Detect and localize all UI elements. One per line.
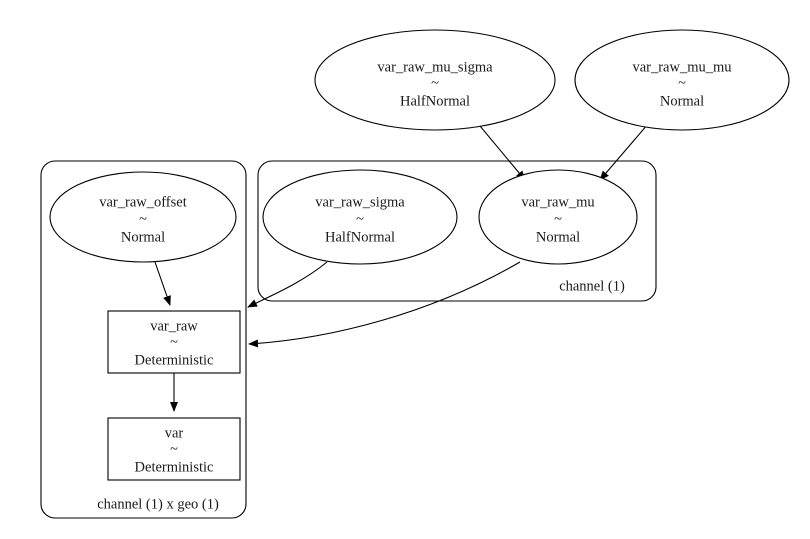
node-var-raw-mu-mu-ellipse[interactable] <box>574 29 790 131</box>
plate-channel-label: channel (1) <box>559 278 625 294</box>
node-var-raw-sigma[interactable]: var_raw_sigma ~ HalfNormal <box>262 169 458 265</box>
node-var-raw-offset[interactable]: var_raw_offset ~ Normal <box>49 171 237 263</box>
node-var-raw[interactable]: var_raw ~ Deterministic <box>107 310 241 374</box>
node-var-raw-mu-sigma-tilde: ~ <box>431 75 439 91</box>
node-var[interactable]: var ~ Deterministic <box>107 417 241 481</box>
node-var-raw-offset-tilde: ~ <box>139 211 147 227</box>
node-var-raw-mu-mu-distribution: Normal <box>660 93 704 109</box>
node-var-raw-mu-sigma[interactable]: var_raw_mu_sigma ~ HalfNormal <box>314 29 556 131</box>
node-var-raw-sigma-name: var_raw_sigma <box>315 194 405 210</box>
node-var-raw-offset-distribution: Normal <box>121 229 165 245</box>
node-var-tilde: ~ <box>170 441 178 457</box>
node-var-raw-mu-distribution: Normal <box>536 229 580 245</box>
edge-var-raw-mu-to-var-raw <box>248 261 521 348</box>
node-var-name: var <box>165 425 184 441</box>
node-var-raw-rect[interactable] <box>107 310 241 374</box>
plate-channel-geo-border <box>40 160 247 519</box>
node-var-raw-offset-ellipse[interactable] <box>49 171 237 263</box>
node-var-raw-mu-tilde: ~ <box>554 211 562 227</box>
edge-var-raw-mu-sigma-to-var-raw-mu <box>479 125 526 181</box>
node-var-raw-mu-sigma-ellipse[interactable] <box>314 29 556 131</box>
edge-var-raw-offset-to-var-raw <box>154 261 171 306</box>
edge-var-raw-mu-mu-to-var-raw-mu <box>599 123 649 181</box>
node-var-raw-mu-mu[interactable]: var_raw_mu_mu ~ Normal <box>574 29 790 131</box>
node-var-raw-mu-mu-tilde: ~ <box>678 75 686 91</box>
node-var-raw-name: var_raw <box>150 318 198 334</box>
edge-var-raw-sigma-to-var-raw <box>247 261 328 308</box>
plate-channel-border <box>257 160 657 302</box>
node-var-raw-mu-mu-name: var_raw_mu_mu <box>632 59 731 75</box>
node-var-raw-tilde: ~ <box>170 334 178 350</box>
node-var-raw-mu[interactable]: var_raw_mu ~ Normal <box>478 169 638 265</box>
plate-channel-geo-label: channel (1) x geo (1) <box>97 496 219 512</box>
node-var-raw-mu-sigma-distribution: HalfNormal <box>400 93 470 109</box>
node-var-distribution: Deterministic <box>135 459 214 475</box>
node-var-raw-offset-name: var_raw_offset <box>99 194 187 210</box>
node-var-raw-sigma-distribution: HalfNormal <box>325 229 395 245</box>
node-var-raw-sigma-tilde: ~ <box>356 211 364 227</box>
node-var-raw-distribution: Deterministic <box>135 352 214 368</box>
node-var-rect[interactable] <box>107 417 241 481</box>
node-var-raw-mu-sigma-name: var_raw_mu_sigma <box>377 59 493 75</box>
plate-channel-geo: channel (1) x geo (1) <box>40 160 247 519</box>
node-var-raw-sigma-ellipse[interactable] <box>262 169 458 265</box>
node-var-raw-mu-ellipse[interactable] <box>478 169 638 265</box>
plate-channel: channel (1) <box>257 160 657 302</box>
node-var-raw-mu-name: var_raw_mu <box>521 194 594 210</box>
